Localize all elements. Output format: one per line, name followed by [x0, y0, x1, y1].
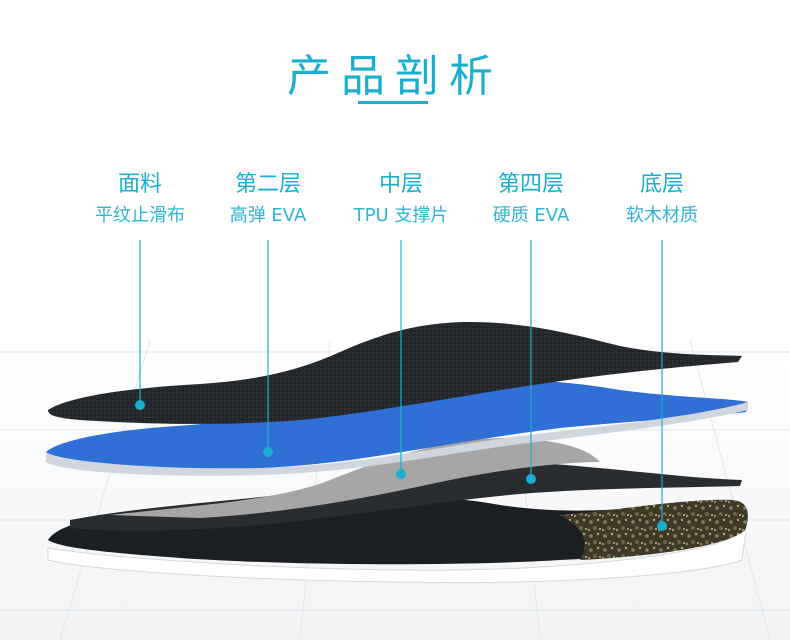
layer-label-2: 第二层 高弹 EVA — [193, 170, 343, 230]
tpu-shank — [110, 438, 600, 518]
second-layer-edge — [46, 402, 748, 476]
layer-desc: 平纹止滑布 — [95, 205, 185, 226]
leader-dot-2 — [263, 447, 273, 457]
layer-label-5: 底层 软木材质 — [587, 170, 737, 230]
title-underline — [358, 101, 428, 104]
layer-desc: 硬质 EVA — [492, 205, 570, 226]
leader-dot-4 — [526, 474, 536, 484]
layer-name: 中层 — [378, 172, 423, 197]
second-layer-blue-eva — [46, 380, 748, 471]
layer-desc: TPU 支撑片 — [353, 205, 449, 226]
page-title: 产品剖析 — [287, 51, 503, 102]
leader-dot-3 — [396, 469, 406, 479]
layer-name: 底层 — [639, 172, 684, 197]
leader-dots — [135, 400, 667, 531]
leader-dot-5 — [657, 521, 667, 531]
layer-desc: 高弹 EVA — [229, 205, 307, 226]
leader-lines — [139, 240, 663, 526]
layer-name: 面料 — [117, 172, 162, 197]
layer-desc: 软木材质 — [626, 205, 698, 226]
layer-name: 第二层 — [234, 172, 301, 197]
layer-name: 第四层 — [497, 172, 564, 197]
layer-label-1: 面料 平纹止滑布 — [65, 170, 215, 230]
layer-label-4: 第四层 硬质 EVA — [456, 170, 606, 230]
top-layer-fabric — [48, 322, 742, 424]
cork-material — [560, 499, 748, 560]
layer-label-3: 中层 TPU 支撑片 — [326, 170, 476, 230]
leader-dot-1 — [135, 400, 145, 410]
